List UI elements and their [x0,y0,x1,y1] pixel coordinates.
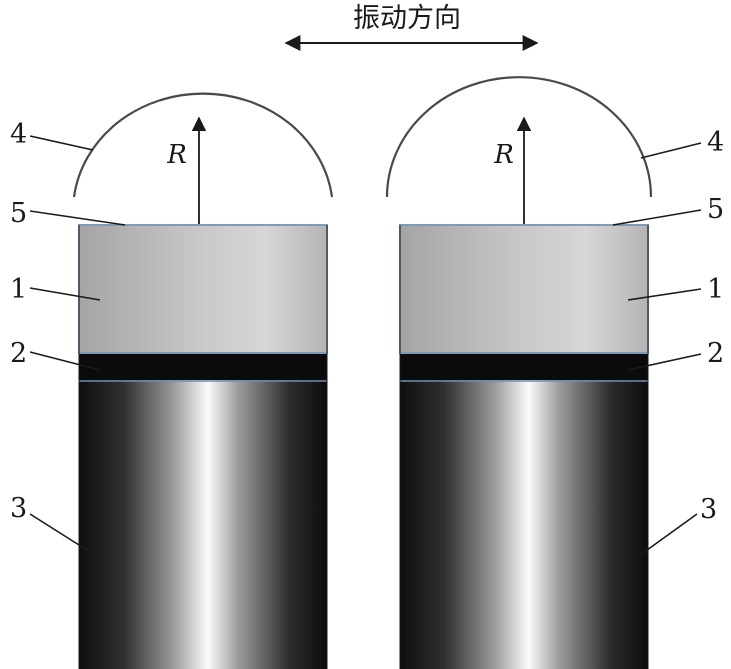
right-leader-5 [612,209,702,226]
right-label-4: 4 [707,127,724,158]
left-label-1: 1 [10,274,27,305]
left-label-2: 2 [10,338,27,369]
left-callouts: 4 5 1 2 3 [10,119,126,558]
right-leader-4 [640,142,702,159]
right-label-3: 3 [700,494,717,525]
right-pin-base [400,380,648,669]
right-label-2: 2 [707,338,724,369]
left-leader-1 [29,287,101,301]
right-leader-3 [635,513,698,559]
right-leader-1 [627,288,702,301]
left-leader-2 [29,351,101,371]
right-pin: R [385,76,653,669]
right-label-5: 5 [707,194,724,225]
right-leader-2 [627,353,702,371]
left-top-coating [79,225,327,353]
left-label-5: 5 [10,198,27,229]
left-label-4: 4 [10,119,27,150]
left-leader-5 [29,210,126,226]
left-interlayer [79,353,327,380]
right-callouts: 4 5 1 2 3 [612,127,724,559]
right-radius-label: R [493,140,514,170]
left-radius-label: R [166,140,187,170]
left-pin: R [72,92,334,669]
right-contact-arc [385,76,653,198]
right-label-1: 1 [707,274,724,305]
left-label-3: 3 [10,493,27,524]
right-interlayer [400,353,648,380]
left-leader-4 [29,135,94,151]
left-contact-arc [72,92,334,198]
left-leader-3 [29,513,99,558]
left-pin-base [79,380,327,669]
vibration-direction-label: 振动方向 [353,3,461,34]
right-top-coating [400,225,648,353]
